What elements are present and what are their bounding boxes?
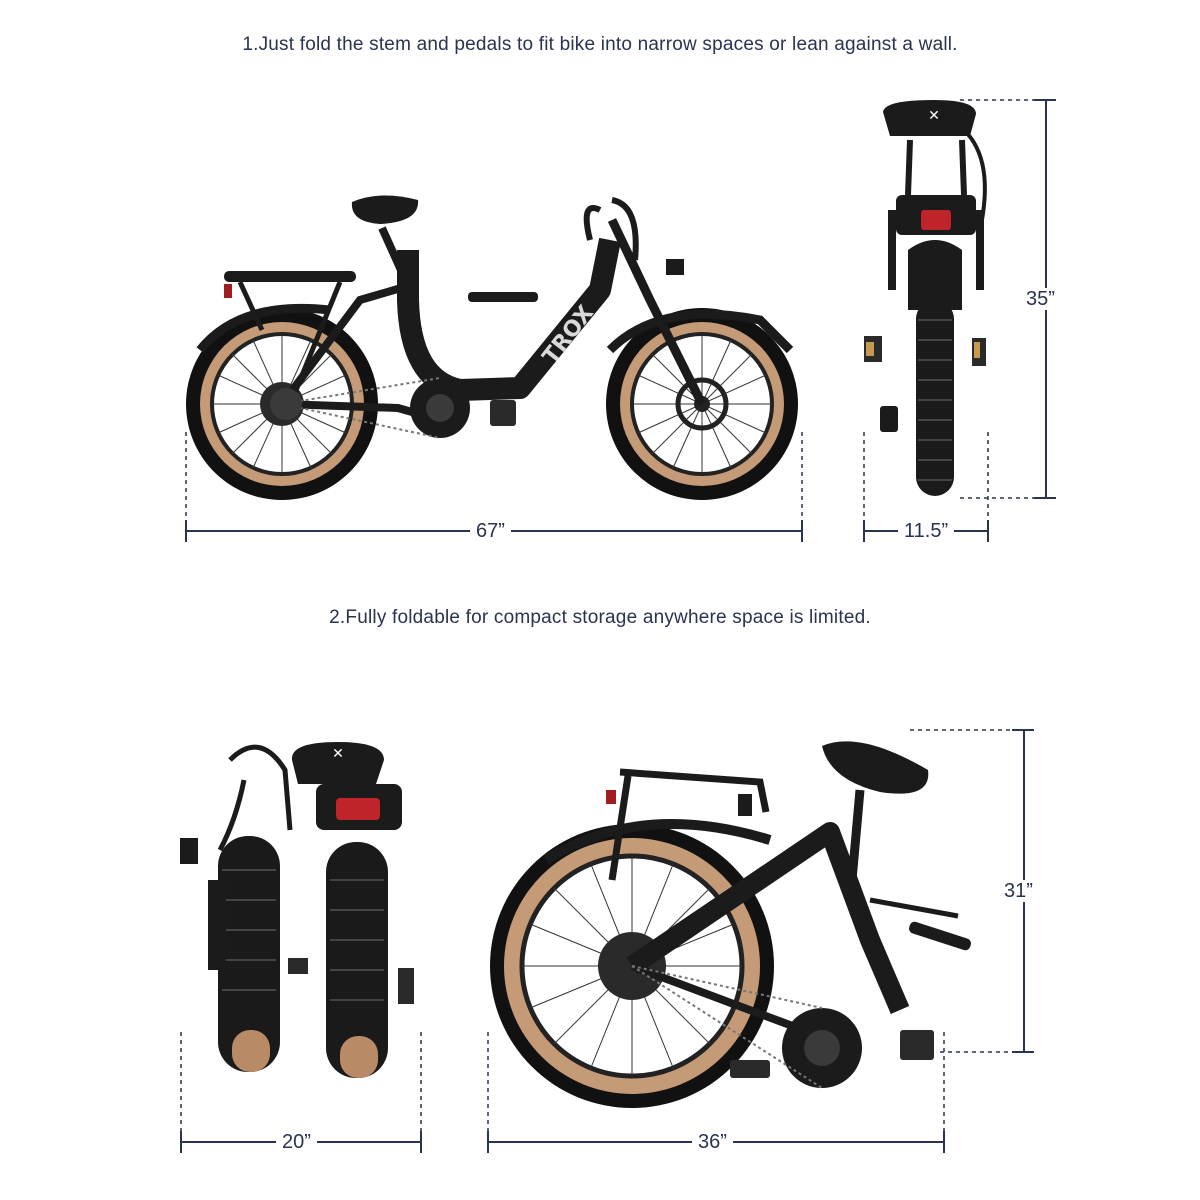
dimension-side-length: 67” — [470, 520, 511, 542]
dimension-folded-width: 20” — [276, 1131, 317, 1153]
dimension-rear-width: 11.5” — [898, 520, 955, 542]
folded-rear-view-bike: ✕ — [180, 742, 414, 1078]
caption-step-2: 2.Fully foldable for compact storage any… — [329, 607, 871, 628]
dimension-folded-height: 31” — [998, 880, 1039, 902]
folded-side-view-bike — [490, 741, 971, 1108]
svg-text:✕: ✕ — [332, 746, 344, 762]
side-view-bike: TROX — [186, 195, 798, 500]
svg-text:✕: ✕ — [928, 108, 940, 124]
rear-view-bike: ✕ — [864, 100, 987, 496]
dimension-lines — [180, 99, 1056, 1153]
dimension-rear-height: 35” — [1020, 288, 1061, 310]
caption-step-1: 1.Just fold the stem and pedals to fit b… — [242, 34, 958, 55]
dimension-folded-length: 36” — [692, 1131, 733, 1153]
